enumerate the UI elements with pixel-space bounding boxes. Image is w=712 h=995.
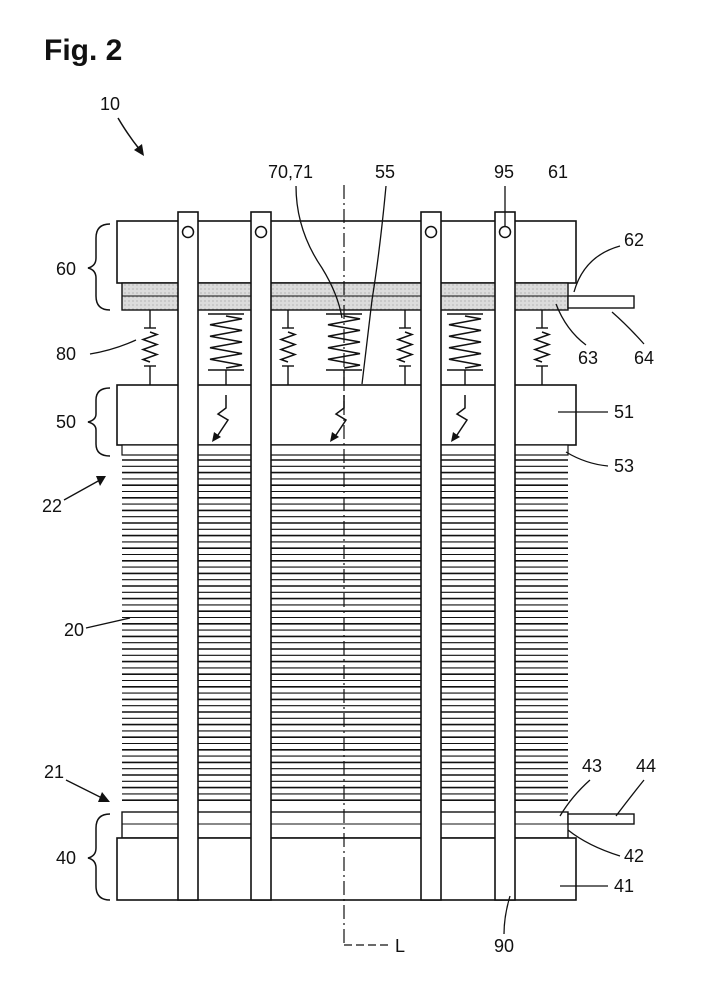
label-top-insulator: 62 — [624, 230, 644, 250]
leader-stack-bottom-end — [66, 780, 102, 798]
label-top-current-collector: 63 — [578, 348, 598, 368]
tie-rod — [251, 212, 271, 900]
leader-tie-rod — [504, 896, 510, 934]
arrowhead-device — [134, 144, 144, 156]
bottom-terminal — [568, 814, 634, 824]
label-tie-rod: 90 — [494, 936, 514, 956]
leader-pressure-surface — [566, 452, 608, 466]
tie-rod — [495, 212, 515, 900]
pin-hole — [426, 227, 437, 238]
spring-zigzag — [449, 316, 481, 368]
label-spring-force: 55 — [375, 162, 395, 182]
label-top-end-plate: 61 — [548, 162, 568, 182]
label-pressure-plate: 51 — [614, 402, 634, 422]
tie-rod — [178, 212, 198, 900]
label-bottom-current-collector: 43 — [582, 756, 602, 776]
label-stack-top-end: 22 — [42, 496, 62, 516]
damper-zigzag — [281, 332, 295, 362]
top-terminal — [568, 296, 634, 308]
pin-hole — [183, 227, 194, 238]
tie-rod — [421, 212, 441, 900]
figure-title: Fig. 2 — [44, 34, 122, 67]
label-top-terminal: 64 — [634, 348, 654, 368]
label-pin: 95 — [494, 162, 514, 182]
brace-top-end — [88, 224, 110, 310]
brace-bottom-end — [88, 814, 110, 900]
brace-pressure — [88, 388, 110, 456]
label-bottom-terminal: 44 — [636, 756, 656, 776]
damper-zigzag — [535, 332, 549, 362]
spring-zigzag — [210, 316, 242, 368]
label-stack: 20 — [64, 620, 84, 640]
leader-dampers — [90, 340, 136, 354]
label-dampers: 80 — [56, 344, 76, 364]
tie-rods — [178, 212, 515, 900]
label-bottom-end-assembly: 40 — [56, 848, 76, 868]
label-top-end-assembly: 60 — [56, 259, 76, 279]
label-stack-bottom-end: 21 — [44, 762, 64, 782]
leader-top-insulator — [574, 246, 620, 292]
label-device: 10 — [100, 94, 120, 114]
pin-hole — [500, 227, 511, 238]
pin-hole — [256, 227, 267, 238]
leader-bottom-terminal — [616, 780, 644, 816]
damper-zigzag — [143, 332, 157, 362]
label-bottom-insulator: 42 — [624, 846, 644, 866]
leader-stack-top-end — [64, 480, 100, 500]
label-axis: L — [395, 936, 405, 956]
leader-top-terminal — [612, 312, 644, 344]
leader-bottom-collector — [560, 780, 590, 816]
label-bottom-end-plate: 41 — [614, 876, 634, 896]
leader-device — [118, 118, 140, 150]
label-spring-elements: 70,71 — [268, 162, 313, 182]
damper-zigzag — [398, 332, 412, 362]
label-pressure-surface: 53 — [614, 456, 634, 476]
label-pressure-assembly: 50 — [56, 412, 76, 432]
